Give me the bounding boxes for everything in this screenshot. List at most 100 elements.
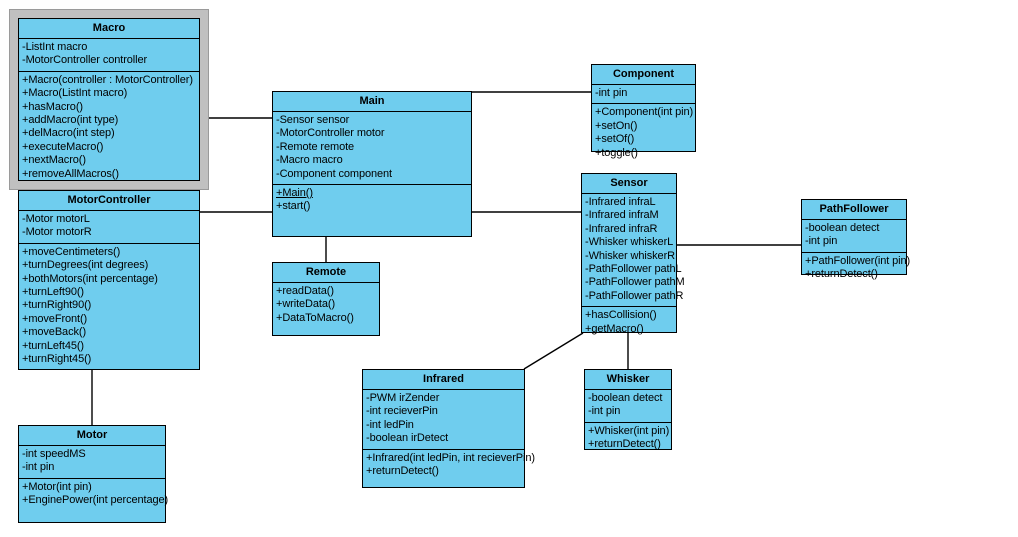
uml-class-pathfollower[interactable]: PathFollower-boolean detect-int pin+Path… — [801, 199, 910, 280]
methods-section-motor: +Motor(int pin)+EnginePower(int percenta… — [19, 479, 169, 522]
connector-sensor-infrared — [523, 332, 584, 370]
method: +hasCollision() — [585, 309, 657, 322]
attributes-section-infrared: -PWM irZender-int recieverPin-int ledPin… — [363, 390, 524, 450]
attribute: -Macro macro — [276, 154, 343, 167]
class-name-whisker: Whisker — [585, 370, 671, 390]
method: +turnDegrees(int degrees) — [22, 259, 149, 272]
method: +turnLeft45() — [22, 339, 84, 352]
method: +moveCentimeters() — [22, 245, 121, 258]
attribute: -Whisker whiskerR — [585, 249, 675, 262]
attributes-section-motorcontroller: -Motor motorL-Motor motorR — [19, 211, 199, 244]
attribute: -PathFollower pathM — [585, 276, 685, 289]
attribute: -MotorController motor — [276, 127, 385, 140]
method: +nextMacro() — [22, 154, 86, 167]
class-name-remote: Remote — [273, 263, 379, 283]
method: +Motor(int pin) — [22, 480, 92, 493]
method: +start() — [276, 200, 311, 213]
attributes-section-motor: -int speedMS-int pin — [19, 446, 165, 479]
method: +returnDetect() — [588, 438, 661, 451]
class-name-pathfollower: PathFollower — [802, 200, 906, 220]
methods-section-sensor: +hasCollision()+getMacro() — [582, 307, 676, 339]
methods-section-infrared: +Infrared(int ledPin, int recieverPin)+r… — [363, 450, 535, 487]
attribute: -int pin — [595, 87, 628, 99]
method: +PathFollower(int pin) — [805, 254, 911, 267]
method: +removeAllMacros() — [22, 167, 119, 180]
attributes-section-sensor: -Infrared infraL-Infrared infraM-Infrare… — [582, 194, 685, 308]
uml-class-component[interactable]: Component-int pin+Component(int pin)+set… — [591, 64, 696, 159]
method: +toggle() — [595, 146, 638, 159]
attribute: -Remote remote — [276, 140, 355, 153]
attribute: -PWM irZender — [366, 392, 440, 404]
attribute: -Motor motorL — [22, 213, 90, 225]
method: +turnRight90() — [22, 299, 92, 312]
attributes-section-whisker: -boolean detect-int pin — [585, 390, 671, 423]
attribute: -Component component — [276, 167, 393, 180]
uml-class-motor[interactable]: Motor-int speedMS-int pin+Motor(int pin)… — [18, 425, 169, 523]
attribute: -Whisker whiskerL — [585, 236, 674, 249]
uml-class-remote[interactable]: Remote+readData()+writeData()+DataToMacr… — [272, 262, 380, 336]
attribute: -PathFollower pathL — [585, 263, 682, 276]
attribute: -Infrared infraM — [585, 209, 659, 222]
method: +Main() — [276, 187, 313, 200]
methods-section-main: +Main()+start() — [273, 185, 471, 236]
attribute: -Infrared infraR — [585, 222, 658, 235]
attribute: -Motor motorR — [22, 226, 92, 239]
method: +returnDetect() — [366, 465, 439, 478]
attribute: -int ledPin — [366, 418, 414, 431]
attribute: -Sensor sensor — [276, 114, 350, 126]
method: +DataToMacro() — [276, 311, 354, 324]
method: +Whisker(int pin) — [588, 424, 670, 437]
uml-class-sensor[interactable]: Sensor-Infrared infraL-Infrared infraM-I… — [581, 173, 685, 335]
class-name-motorcontroller: MotorController — [19, 191, 199, 211]
methods-section-whisker: +Whisker(int pin)+returnDetect() — [585, 423, 671, 455]
attribute: -int pin — [588, 405, 621, 418]
attributes-section-main: -Sensor sensor-MotorController motor-Rem… — [273, 112, 471, 186]
uml-class-infrared[interactable]: Infrared-PWM irZender-int recieverPin-in… — [362, 369, 535, 488]
method: +turnRight45() — [22, 353, 92, 366]
method: +turnLeft90() — [22, 286, 84, 299]
attribute: -PathFollower pathR — [585, 289, 684, 302]
uml-class-whisker[interactable]: Whisker-boolean detect-int pin+Whisker(i… — [584, 369, 672, 450]
method: +setOf() — [595, 133, 635, 146]
uml-class-main[interactable]: Main-Sensor sensor-MotorController motor… — [272, 91, 472, 237]
method: +getMacro() — [585, 322, 644, 335]
attribute: -boolean detect — [805, 222, 880, 234]
attribute: -int pin — [22, 461, 55, 474]
attribute: -boolean irDetect — [366, 432, 449, 445]
methods-section-component: +Component(int pin)+setOn()+setOf()+togg… — [592, 104, 695, 163]
attribute: -int pin — [805, 235, 838, 248]
class-name-macro: Macro — [19, 19, 199, 39]
class-name-infrared: Infrared — [363, 370, 524, 390]
methods-section-motorcontroller: +moveCentimeters()+turnDegrees(int degre… — [19, 244, 199, 370]
methods-section-remote: +readData()+writeData()+DataToMacro() — [273, 283, 379, 335]
method: +executeMacro() — [22, 140, 104, 153]
attribute: -int recieverPin — [366, 405, 438, 418]
class-name-motor: Motor — [19, 426, 165, 446]
methods-section-macro: +Macro(controller : MotorController)+Mac… — [19, 72, 199, 184]
attributes-section-component: -int pin — [592, 85, 695, 105]
uml-class-macro[interactable]: Macro-ListInt macro-MotorController cont… — [18, 18, 200, 181]
uml-class-motorcontroller[interactable]: MotorController-Motor motorL-Motor motor… — [18, 190, 200, 370]
class-name-component: Component — [592, 65, 695, 85]
method: +EnginePower(int percentage) — [22, 494, 169, 507]
attribute: -ListInt macro — [22, 41, 88, 53]
attributes-section-macro: -ListInt macro-MotorController controlle… — [19, 39, 199, 72]
method: +Macro(ListInt macro) — [22, 87, 128, 100]
method: +delMacro(int step) — [22, 127, 115, 140]
method: +Macro(controller : MotorController) — [22, 73, 193, 86]
attribute: -int speedMS — [22, 448, 86, 460]
method: +setOn() — [595, 119, 638, 132]
method: +Infrared(int ledPin, int recieverPin) — [366, 451, 535, 464]
class-name-sensor: Sensor — [582, 174, 676, 194]
method: +moveFront() — [22, 312, 88, 325]
method: +addMacro(int type) — [22, 114, 119, 127]
methods-section-pathfollower: +PathFollower(int pin)+returnDetect() — [802, 253, 911, 285]
attribute: -Infrared infraL — [585, 196, 656, 208]
attribute: -boolean detect — [588, 392, 663, 404]
method: +readData() — [276, 285, 334, 297]
attributes-section-pathfollower: -boolean detect-int pin — [802, 220, 906, 253]
method: +moveBack() — [22, 326, 87, 339]
method: +writeData() — [276, 298, 336, 311]
method: +hasMacro() — [22, 100, 83, 113]
